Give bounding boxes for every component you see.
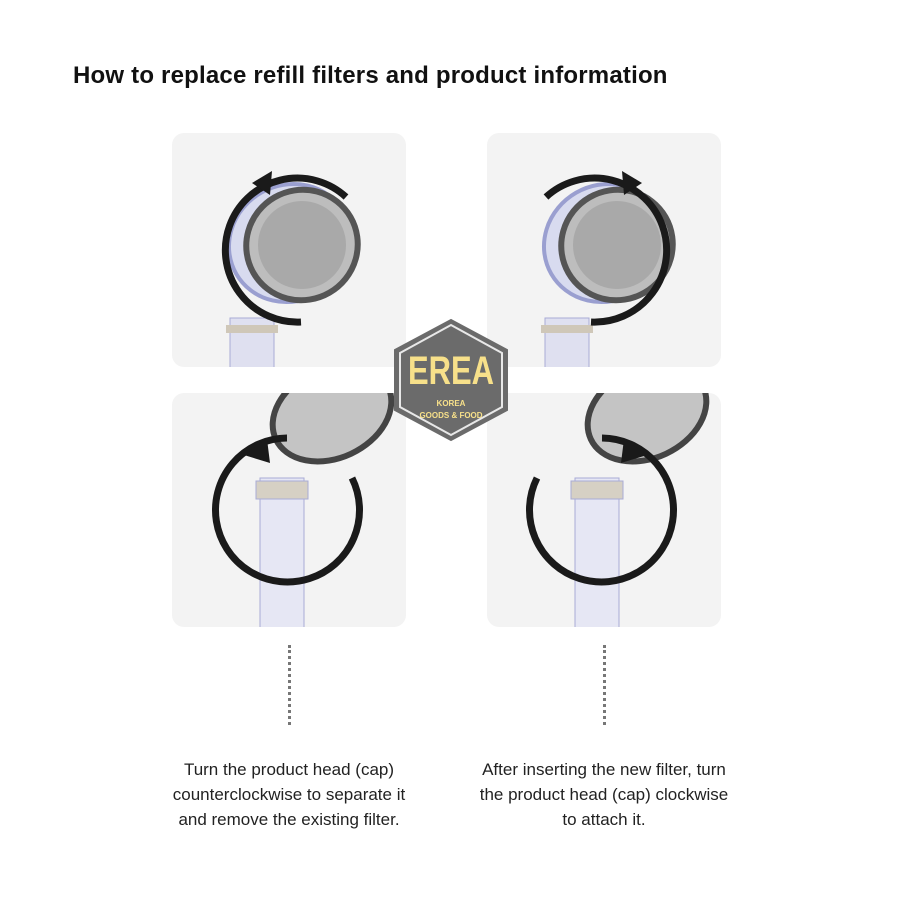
page-title: How to replace refill filters and produc… <box>73 62 668 89</box>
svg-text:EREA: EREA <box>408 349 494 393</box>
step2-dotted-connector <box>603 645 606 725</box>
step2-head-removed-image <box>487 393 721 627</box>
step1-caption: Turn the product head (cap) counterclock… <box>172 760 406 829</box>
step1-head-removed-image <box>172 393 406 627</box>
erea-logo: EREA KOREA GOODS & FOOD <box>391 318 511 442</box>
step1-dotted-connector <box>288 645 291 725</box>
svg-text:GOODS & FOOD: GOODS & FOOD <box>419 411 482 420</box>
step1-head-attached-image <box>172 133 406 367</box>
svg-text:KOREA: KOREA <box>437 399 466 408</box>
step2-caption: After inserting the new filter, turn the… <box>479 760 729 829</box>
step2-head-attached-image <box>487 133 721 367</box>
